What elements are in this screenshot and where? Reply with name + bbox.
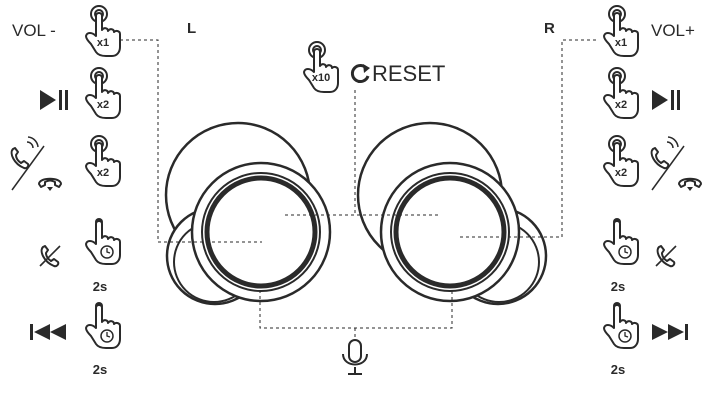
left-leader-line [120,39,262,243]
right-single-tap-hand-icon: x1 [603,5,639,57]
left-row5-gesture: 2s [93,362,107,377]
left-earbud [164,121,332,306]
microphone-icon [342,339,368,375]
left-previous-track-icon [30,324,66,340]
left-double-tap-hand-icon-call: x2 [85,135,121,187]
leader-lines [120,39,596,338]
left-vol-down-label: VOL - [12,21,56,40]
right-reject-call-icon [655,245,677,268]
right-row4-gesture: 2s [611,279,625,294]
right-play-pause-icon [652,90,680,110]
right-row1-gesture: x1 [615,37,627,49]
reset-icon [350,64,370,83]
left-row2-gesture: x2 [97,99,109,111]
right-row2-gesture: x2 [615,99,627,111]
right-row3-gesture: x2 [615,167,627,179]
reset-tap-count: x10 [312,72,330,84]
left-answer-hangup-call-icon [10,136,62,192]
right-vol-up-label: VOL+ [651,21,695,40]
right-next-track-icon [652,324,688,340]
right-long-press-hand-icon [603,218,639,265]
left-row1-gesture: x1 [97,37,109,49]
left-reject-call-icon [39,245,61,268]
right-long-press-hand-icon-track [603,302,639,349]
right-earbud [356,121,548,306]
reset-label: RESET [372,61,445,86]
right-double-tap-hand-icon-call: x2 [603,135,639,187]
right-answer-hangup-call-icon [650,136,702,192]
left-side-label: L [187,20,196,37]
reset-leader-line [285,90,440,216]
left-single-tap-hand-icon: x1 [85,5,121,57]
right-leader-line [458,39,596,238]
left-row3-gesture: x2 [97,167,109,179]
right-row5-gesture: 2s [611,362,625,377]
left-long-press-hand-icon [85,218,121,265]
right-double-tap-hand-icon: x2 [603,67,639,119]
left-double-tap-hand-icon: x2 [85,67,121,119]
reset-gesture-icon: x10 [303,41,339,93]
left-long-press-hand-icon-track [85,302,121,349]
left-row4-gesture: 2s [93,279,107,294]
right-side-label: R [544,20,555,37]
microphone-leader-line [259,290,453,338]
left-play-pause-icon [40,90,68,110]
